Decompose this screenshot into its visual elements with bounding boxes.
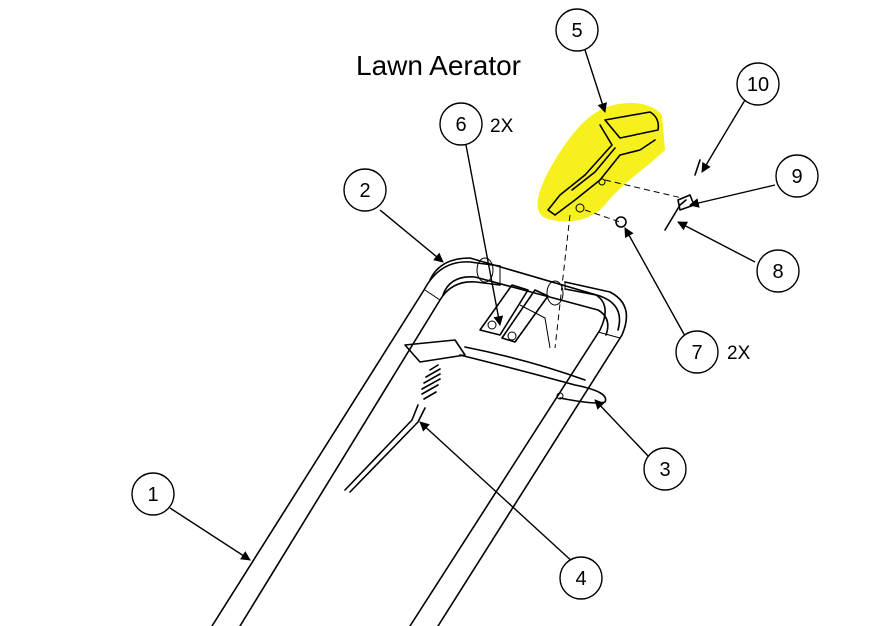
callout-number: 7	[691, 342, 702, 364]
callout-circle	[736, 62, 780, 106]
callout-number: 5	[571, 20, 582, 42]
hardware-7-10	[615, 159, 701, 231]
callout-circle	[555, 8, 599, 52]
callout-circle	[131, 472, 175, 516]
callout-4: 4	[559, 556, 603, 600]
part-2-upper-handle	[429, 257, 621, 336]
callout-circle	[643, 447, 687, 491]
leaders	[169, 49, 776, 565]
callout-number: 3	[659, 459, 670, 481]
callout-8: 8	[756, 249, 800, 293]
callout-2: 2	[343, 168, 387, 212]
callout-circle	[756, 249, 800, 293]
callout-1: 1	[131, 472, 175, 516]
diagram-title: Lawn Aerator	[356, 50, 521, 81]
callout-7: 7 2X	[675, 330, 751, 374]
callout-circle	[559, 556, 603, 600]
callout-number: 4	[575, 568, 586, 590]
callout-10: 10	[736, 62, 780, 106]
callout-quantity: 2X	[490, 116, 514, 137]
part-4-spring-rod	[344, 364, 441, 493]
callout-number: 8	[772, 261, 783, 283]
callout-5: 5	[555, 8, 599, 52]
callout-9: 9	[775, 154, 819, 198]
part-3-lever-cable	[404, 339, 607, 404]
callout-circle	[343, 168, 387, 212]
callout-number: 2	[359, 180, 370, 202]
callout-number: 6	[455, 114, 466, 136]
callout-circle	[439, 102, 483, 146]
callout-circle	[775, 154, 819, 198]
callout-number: 1	[147, 484, 158, 506]
callout-quantity: 2X	[727, 343, 751, 364]
callout-circle	[675, 330, 719, 374]
callout-3: 3	[643, 447, 687, 491]
part-5-latch	[547, 111, 660, 216]
callout-6: 6 2X	[439, 102, 514, 146]
part-5-highlight	[537, 103, 665, 222]
callout-number: 10	[747, 74, 769, 96]
callout-number: 9	[791, 166, 802, 188]
